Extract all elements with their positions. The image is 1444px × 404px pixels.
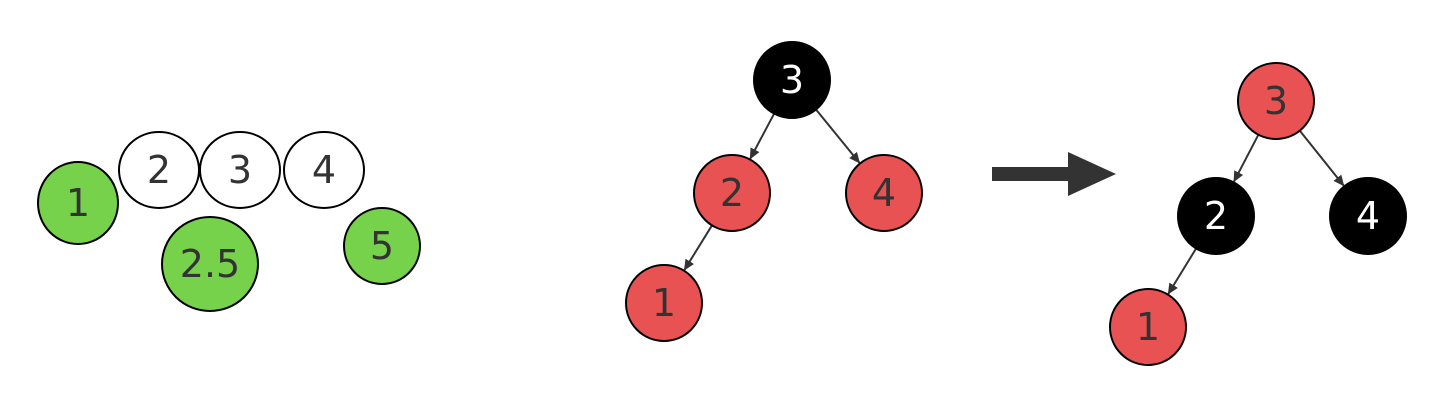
node-circle [37, 161, 119, 245]
node-circle [1109, 288, 1187, 366]
tree-node: 2.5 [161, 216, 259, 312]
node-label: 2 [147, 148, 171, 192]
node-circle [1177, 177, 1255, 255]
node-circle [199, 131, 281, 209]
node-circle [161, 216, 259, 312]
node-circle [753, 41, 831, 119]
node-circle [693, 154, 771, 232]
node-label: 4 [872, 171, 896, 215]
tree-node: 1 [1109, 288, 1187, 366]
node-circle [283, 131, 365, 209]
node-label: 3 [1264, 79, 1288, 123]
transition-arrow-group [992, 152, 1116, 196]
node-circle [1329, 177, 1407, 255]
tree-node: 4 [1329, 177, 1407, 255]
node-label: 4 [312, 148, 336, 192]
tree-node: 4 [845, 154, 923, 232]
tree-node: 2 [118, 131, 200, 209]
node-label: 3 [228, 148, 252, 192]
tree-node: 1 [37, 161, 119, 245]
tree-node: 1 [625, 264, 703, 342]
tree-node: 2 [693, 154, 771, 232]
tree-after-group: 3 2 4 1 [1109, 62, 1407, 366]
tree-edge-arrow [1167, 247, 1198, 295]
node-label: 2 [1204, 194, 1228, 238]
tree-node: 3 [199, 131, 281, 209]
tree-edge-arrow [1298, 130, 1345, 187]
tree-edge-arrow [815, 108, 861, 164]
node-circle [625, 264, 703, 342]
node-circle [845, 154, 923, 232]
tree-edge-arrow [749, 113, 776, 160]
right-arrow-icon [992, 152, 1116, 196]
tree-before-group: 3 2 4 1 [625, 41, 923, 342]
tree-edge-arrow [1233, 134, 1260, 183]
node-label: 4 [1356, 194, 1380, 238]
node-label: 2 [720, 171, 744, 215]
node-label: 5 [370, 224, 394, 268]
tree-node: 5 [343, 207, 421, 285]
node-label: 1 [1136, 305, 1160, 349]
tree-node: 3 [753, 41, 831, 119]
node-circle [1237, 62, 1315, 140]
tree-node: 2 [1177, 177, 1255, 255]
node-label: 2.5 [180, 242, 240, 286]
node-label: 1 [652, 281, 676, 325]
node-label: 1 [66, 181, 90, 225]
sequence-group: 1 2 3 4 2.5 5 [37, 131, 421, 312]
tree-node: 3 [1237, 62, 1315, 140]
tree-node: 4 [283, 131, 365, 209]
node-circle [343, 207, 421, 285]
tree-edge-arrow [683, 224, 713, 271]
node-label: 3 [780, 58, 804, 102]
